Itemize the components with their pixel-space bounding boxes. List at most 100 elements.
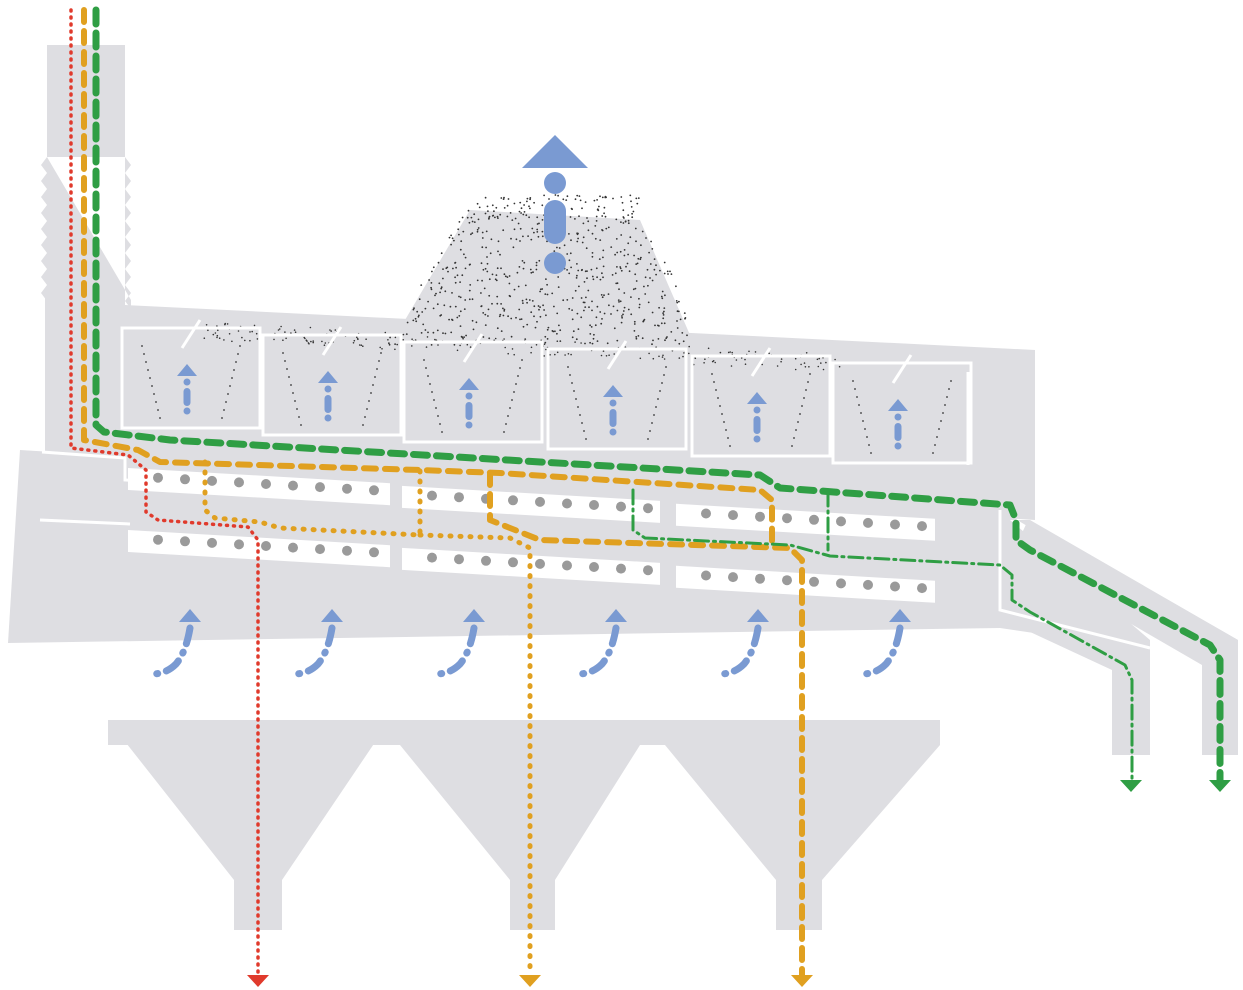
dust-dot [664, 339, 666, 342]
dust-dot [151, 385, 153, 387]
dust-dot [518, 210, 521, 213]
dust-dot [651, 248, 654, 250]
dust-dot [231, 340, 233, 343]
dust-dot [639, 357, 642, 360]
dust-dot [635, 240, 637, 243]
dust-dot [482, 312, 485, 314]
dust-dot [711, 373, 713, 375]
dust-dot [461, 216, 464, 219]
dust-dot [526, 301, 528, 304]
dust-dot [653, 258, 656, 260]
dust-dot [715, 389, 717, 391]
dust-dot [459, 296, 462, 299]
dust-dot [495, 274, 498, 276]
dust-dot [597, 209, 600, 212]
dust-dot [520, 318, 523, 320]
dust-dot [662, 354, 664, 357]
dust-dot [229, 385, 231, 387]
dust-dot [582, 236, 585, 239]
dust-dot [794, 368, 797, 371]
dust-dot [635, 263, 638, 265]
dust-dot [239, 345, 241, 347]
particle [261, 479, 271, 489]
dust-dot [522, 325, 525, 328]
dust-dot [635, 336, 638, 338]
filter-cell [546, 347, 688, 451]
dust-dot [486, 205, 489, 208]
particle [755, 573, 765, 584]
air-dot [183, 407, 191, 415]
dust-dot [817, 365, 820, 368]
air-flow-arrow-icon [889, 609, 911, 622]
dust-dot [418, 298, 421, 301]
dust-dot [544, 341, 547, 344]
dust-dot [524, 338, 527, 340]
dust-dot [442, 332, 444, 334]
dust-dot [450, 331, 453, 334]
dust-dot [727, 351, 730, 354]
dust-dot [608, 354, 610, 357]
dust-dot [663, 261, 666, 264]
dust-dot [602, 265, 605, 268]
dust-dot [506, 276, 509, 278]
upper-chamber [45, 290, 1035, 520]
dust-dot [249, 331, 251, 333]
dust-dot [294, 400, 296, 402]
dust-dot [584, 342, 586, 345]
dust-dot [602, 276, 604, 279]
dust-dot [454, 276, 456, 279]
particle [589, 562, 599, 572]
air-inlet-swirl [290, 624, 336, 678]
dust-dot [321, 340, 323, 343]
dust-dot [780, 358, 783, 360]
dust-dot [557, 286, 560, 288]
dust-dot [205, 324, 208, 326]
dust-dot [231, 377, 233, 379]
dust-dot [541, 235, 544, 238]
dust-dot [616, 309, 619, 312]
dust-dot [368, 400, 370, 402]
dust-dot [475, 321, 478, 324]
particle [863, 517, 873, 528]
particle [562, 498, 572, 509]
dust-dot [583, 430, 585, 432]
air-inlet-swirl [716, 624, 762, 678]
dust-dot [421, 311, 424, 313]
dust-dot [453, 239, 455, 242]
dust-dot [549, 354, 551, 356]
dust-dot [448, 318, 450, 321]
dust-dot [651, 422, 653, 424]
dust-dot [602, 249, 605, 252]
dust-dot [662, 312, 664, 314]
dust-dot [517, 285, 520, 288]
light-fraction-branch [631, 488, 1134, 782]
dust-dot [518, 266, 521, 268]
particle [454, 492, 464, 503]
air-dot [609, 399, 617, 407]
dust-dot [378, 360, 380, 362]
dust-dot [437, 344, 439, 346]
dust-dot [388, 342, 390, 345]
dust-dot [566, 299, 569, 301]
dust-dot [571, 297, 574, 299]
dust-dot [237, 330, 240, 332]
dust-dot [601, 296, 604, 299]
dust-dot [285, 337, 287, 340]
dust-dot [153, 393, 155, 395]
dust-dot [519, 227, 522, 230]
dust-dot [569, 252, 572, 255]
dust-dot [678, 342, 681, 345]
particle [342, 545, 352, 556]
dust-dot [619, 267, 622, 270]
dust-dot [543, 309, 545, 311]
dust-dot [502, 198, 505, 201]
dust-dot [510, 237, 512, 240]
particle [701, 570, 711, 581]
dust-dot [476, 202, 479, 205]
dust-dot [617, 299, 620, 301]
dust-dot [324, 342, 327, 344]
dust-dot [602, 350, 605, 352]
dust-dot [384, 331, 387, 334]
dust-dot [507, 352, 510, 355]
filter-cell-row [120, 319, 973, 465]
